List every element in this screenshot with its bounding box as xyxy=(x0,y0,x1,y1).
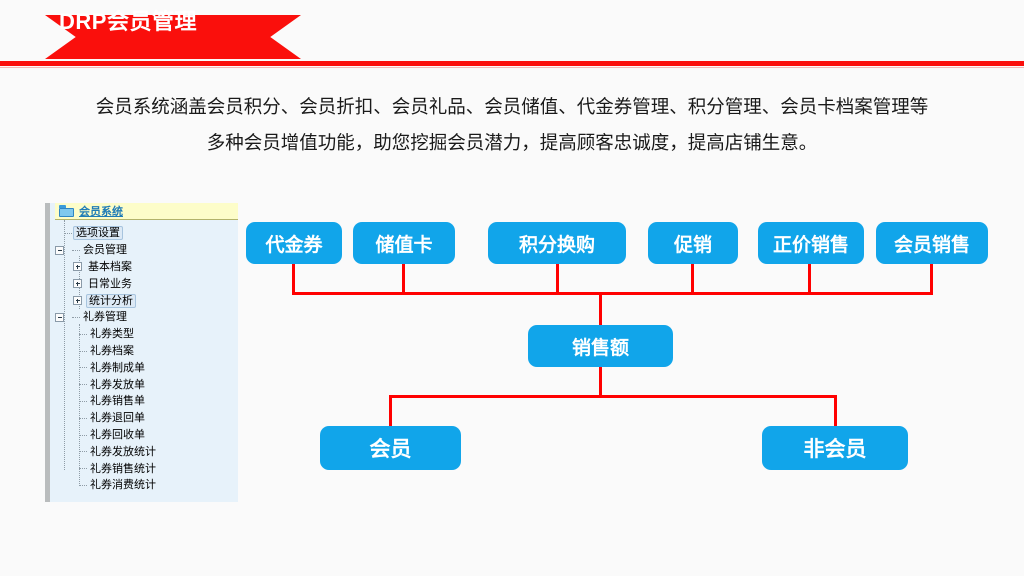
flow-node-store-card[interactable]: 储值卡 xyxy=(353,222,455,264)
tree-item-label: 礼券发放单 xyxy=(90,377,145,391)
tree-elbow-icon xyxy=(75,343,88,360)
tree-item-coupon-archive[interactable]: 礼券档案 xyxy=(55,343,238,360)
tree-item-coupon-sales-order[interactable]: 礼券销售单 xyxy=(55,393,238,410)
tree-elbow-icon xyxy=(75,427,88,444)
tree-elbow-icon xyxy=(75,393,88,410)
connector-points-drop xyxy=(556,264,559,295)
flow-node-non-member[interactable]: 非会员 xyxy=(762,426,908,470)
connector-promo-drop xyxy=(691,264,694,295)
tree-elbow-icon xyxy=(75,460,88,477)
flow-node-sales-amount[interactable]: 销售额 xyxy=(528,325,673,367)
tree-item-label: 礼券制成单 xyxy=(90,360,145,374)
tree-elbow-icon xyxy=(75,376,88,393)
page-title: DRP会员管理 xyxy=(59,9,197,34)
tree-guide-line-root xyxy=(64,220,66,470)
flow-node-member[interactable]: 会员 xyxy=(320,426,461,470)
plus-expander-icon[interactable] xyxy=(73,279,82,289)
tree-item-label: 礼券销售统计 xyxy=(90,461,156,475)
tree-item-coupon-recycle-order[interactable]: 礼券回收单 xyxy=(55,427,238,444)
connector-storecard-drop xyxy=(402,264,405,295)
tree-elbow-icon xyxy=(60,225,73,242)
tree-elbow-icon xyxy=(75,410,88,427)
tree-item-coupon-production-order[interactable]: 礼券制成单 xyxy=(55,359,238,376)
tree-item-label: 统计分析 xyxy=(86,293,136,308)
tree-item-label: 礼券消费统计 xyxy=(90,478,156,492)
connector-member-drop xyxy=(389,395,392,428)
connector-nonmember-drop xyxy=(834,395,837,428)
tree-item-coupon-issue-order[interactable]: 礼券发放单 xyxy=(55,376,238,393)
tree-item-label: 礼券发放统计 xyxy=(90,444,156,458)
tree-elbow-icon xyxy=(75,443,88,460)
member-system-tree-panel[interactable]: 会员系统 选项设置 会员管理 基本档案 日常业务 统计分析 xyxy=(45,203,238,502)
connector-memsale-drop xyxy=(930,264,933,295)
flow-node-full-price-sales[interactable]: 正价销售 xyxy=(758,222,864,264)
tree-item-coupon-consumption-stats[interactable]: 礼券消费统计 xyxy=(55,477,238,494)
tree-elbow-icon xyxy=(68,242,81,259)
tree-item-basic-archive[interactable]: 基本档案 xyxy=(55,259,238,276)
tree-item-label: 礼券类型 xyxy=(90,327,134,341)
tree-item-label: 选项设置 xyxy=(73,226,123,241)
tree-item-label: 基本档案 xyxy=(88,259,132,273)
tree-item-coupon-return-order[interactable]: 礼券退回单 xyxy=(55,410,238,427)
tree-elbow-icon xyxy=(75,359,88,376)
flow-node-voucher[interactable]: 代金券 xyxy=(246,222,342,264)
flow-node-promotion[interactable]: 促销 xyxy=(648,222,738,264)
tree-item-statistical-analysis[interactable]: 统计分析 xyxy=(55,292,238,309)
tree-panel-header: 会员系统 xyxy=(55,203,238,220)
tree-item-label: 礼券档案 xyxy=(90,343,134,357)
tree-panel-header-label: 会员系统 xyxy=(79,205,123,218)
connector-bus-to-sales xyxy=(599,292,602,326)
intro-paragraph: 会员系统涵盖会员积分、会员折扣、会员礼品、会员储值、代金券管理、积分管理、会员卡… xyxy=(95,97,929,154)
flow-node-points-redemption[interactable]: 积分换购 xyxy=(488,222,626,264)
tree-item-label: 会员管理 xyxy=(83,243,127,257)
minus-expander-icon[interactable] xyxy=(55,312,64,322)
tree-item-list: 选项设置 会员管理 基本档案 日常业务 统计分析 礼券管理 xyxy=(55,220,238,502)
tree-guide-line-coupon xyxy=(79,324,81,486)
tree-item-label: 礼券回收单 xyxy=(90,427,145,441)
tree-item-daily-business[interactable]: 日常业务 xyxy=(55,275,238,292)
header-thin-rule xyxy=(0,67,1024,68)
flow-node-member-sales[interactable]: 会员销售 xyxy=(876,222,988,264)
tree-item-coupon-management[interactable]: 礼券管理 xyxy=(55,309,238,326)
tree-elbow-icon xyxy=(68,309,81,326)
connector-fullprice-drop xyxy=(808,264,811,295)
tree-item-member-management[interactable]: 会员管理 xyxy=(55,242,238,259)
tree-item-label: 礼券管理 xyxy=(83,310,127,324)
connector-voucher-drop xyxy=(292,264,295,295)
tree-item-coupon-issue-stats[interactable]: 礼券发放统计 xyxy=(55,443,238,460)
connector-bottom-bus xyxy=(389,395,837,398)
connector-sales-drop xyxy=(599,367,602,398)
header-red-rule xyxy=(0,61,1024,66)
folder-icon xyxy=(59,205,74,217)
plus-expander-icon[interactable] xyxy=(73,296,82,306)
connector-top-bus xyxy=(292,292,933,295)
minus-expander-icon[interactable] xyxy=(55,245,64,255)
tree-item-label: 日常业务 xyxy=(88,276,132,290)
tree-item-coupon-sales-stats[interactable]: 礼券销售统计 xyxy=(55,460,238,477)
tree-item-coupon-type[interactable]: 礼券类型 xyxy=(55,326,238,343)
tree-item-label: 礼券退回单 xyxy=(90,411,145,425)
tree-item-option-settings[interactable]: 选项设置 xyxy=(55,225,238,242)
tree-item-label: 礼券销售单 xyxy=(90,394,145,408)
page-header: DRP会员管理 xyxy=(0,0,1024,70)
tree-elbow-icon xyxy=(75,477,88,494)
header-ribbon-shape xyxy=(45,15,301,59)
plus-expander-icon[interactable] xyxy=(73,262,82,272)
tree-elbow-icon xyxy=(75,326,88,343)
